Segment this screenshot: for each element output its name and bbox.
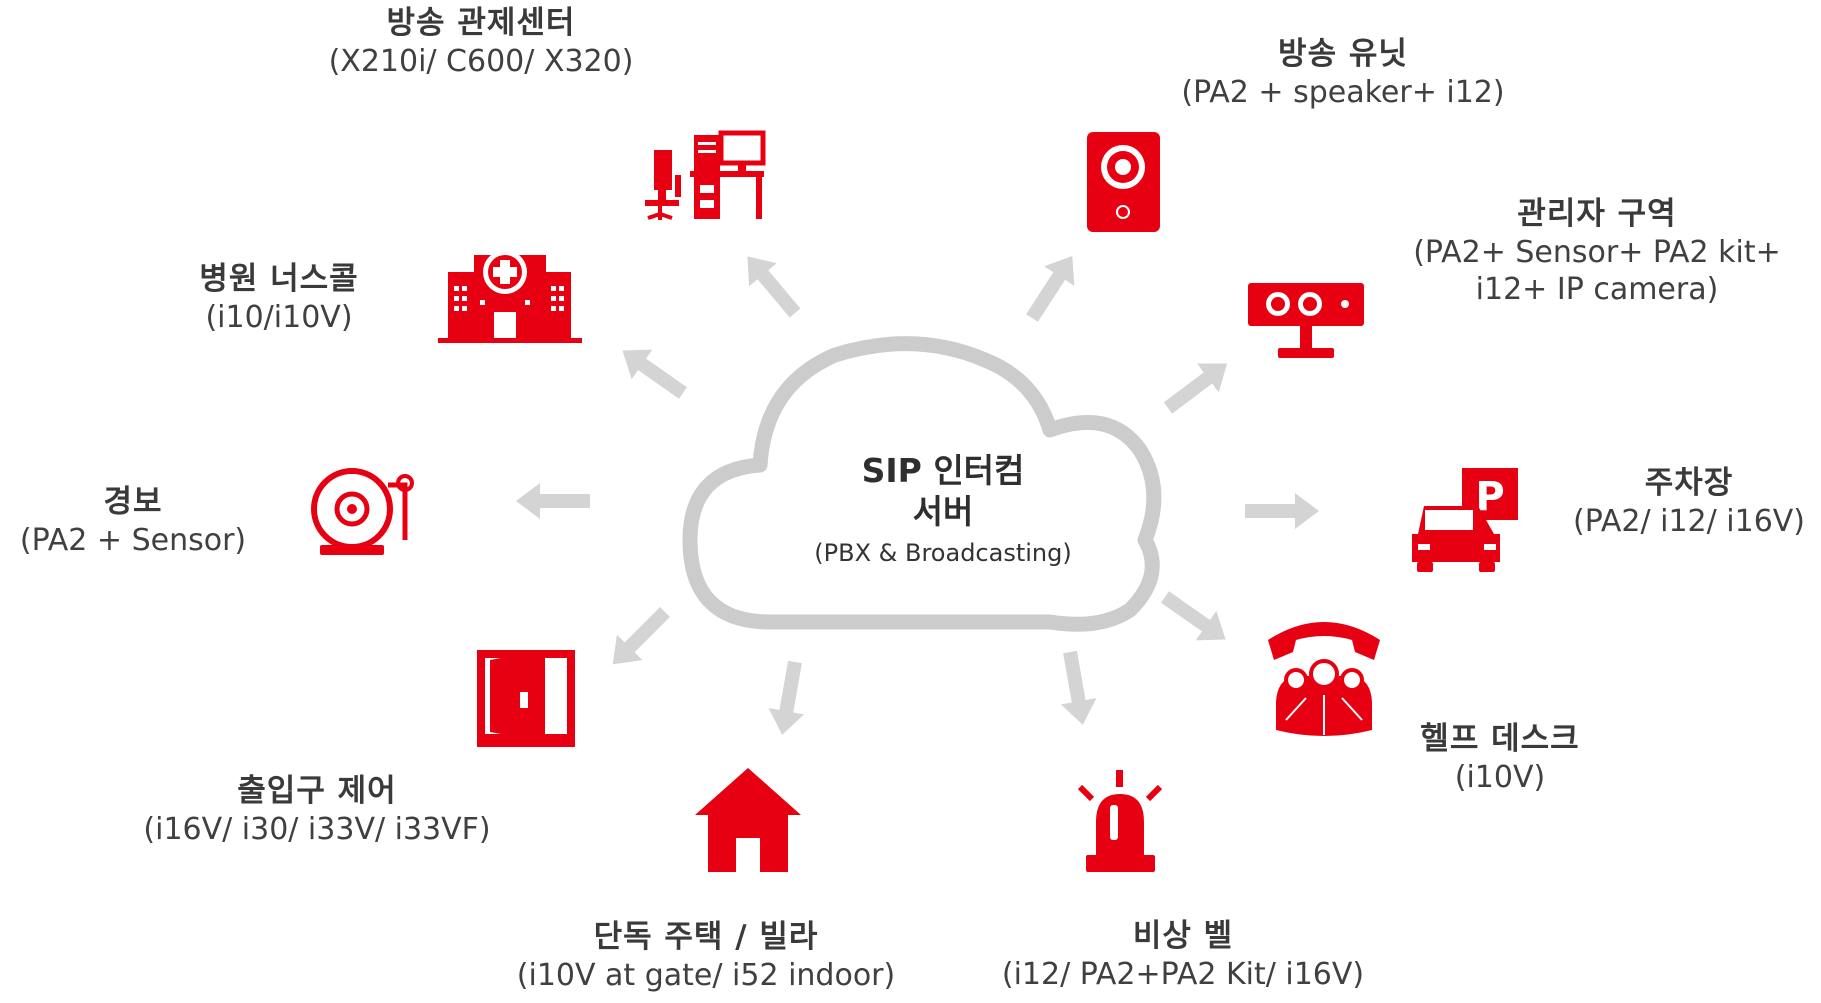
- label-house: 단독 주택 / 빌라 (i10V at gate/ i52 indoor): [517, 918, 895, 994]
- node-subtitle: (i12/ PA2+PA2 Kit/ i16V): [1001, 956, 1365, 992]
- node-title: 방송 유닛: [1278, 36, 1408, 72]
- arrow-to-alarm: [516, 483, 590, 519]
- node-subtitle: (i10V at gate/ i52 indoor): [516, 957, 896, 993]
- node-title: 출입구 제어: [237, 773, 397, 809]
- label-manager-area: 관리자 구역 (PA2+ Sensor+ PA2 kit+ i12+ IP ca…: [1413, 195, 1781, 309]
- arrow-to-house: [764, 658, 813, 739]
- node-subtitle: (i10/i10V): [205, 299, 353, 335]
- arrow-to-broadcast-unit: [1016, 246, 1088, 328]
- node-subtitle: (X210i/ C600/ X320): [328, 43, 634, 79]
- arrow-to-hospital: [612, 335, 694, 408]
- arrow-to-manager-area: [1157, 349, 1238, 423]
- cloud-shape: [682, 336, 1162, 632]
- label-broadcast-control-center: 방송 관제센터 (X210i/ C600/ X320): [329, 4, 634, 80]
- node-title: 방송 관제센터: [386, 5, 576, 41]
- node-subtitle: (PA2+ Sensor+ PA2 kit+: [1413, 234, 1781, 270]
- node-title: 단독 주택 / 빌라: [593, 919, 819, 955]
- node-title: 주차장: [1644, 465, 1734, 501]
- label-broadcast-unit: 방송 유닛 (PA2 + speaker+ i12): [1181, 35, 1504, 111]
- house-icon: [695, 768, 801, 872]
- center-title-line1: SIP 인터컴: [861, 451, 1025, 490]
- arrow-to-access: [599, 599, 678, 678]
- arrow-to-control-center: [733, 244, 809, 325]
- node-title: 경보: [103, 484, 163, 520]
- arrow-to-help-desk: [1154, 582, 1236, 655]
- label-emergency-bell: 비상 벨 (i12/ PA2+PA2 Kit/ i16V): [1002, 917, 1364, 993]
- label-hospital: 병원 너스콜 (i10/i10V): [199, 260, 358, 336]
- sip-server-label: SIP 인터컴 서버 (PBX & Broadcasting): [814, 450, 1071, 567]
- camera-icon: [1248, 283, 1364, 358]
- arrow-to-parking: [1245, 493, 1319, 529]
- label-access-control: 출입구 제어 (i16V/ i30/ i33V/ i33VF): [143, 772, 490, 848]
- label-alarm: 경보 (PA2 + Sensor): [20, 483, 246, 559]
- node-subtitle: (PA2/ i12/ i16V): [1572, 503, 1806, 539]
- parking-car-icon: P: [1412, 468, 1518, 572]
- control-desk-icon: [645, 130, 766, 220]
- node-subtitle-2: i12+ IP camera): [1475, 272, 1719, 308]
- speaker-icon: [1087, 132, 1160, 232]
- node-subtitle: (i10V): [1454, 759, 1546, 795]
- node-title: 병원 너스콜: [199, 261, 359, 297]
- node-title: 관리자 구역: [1517, 196, 1677, 232]
- node-subtitle: (PA2 + Sensor): [19, 522, 247, 558]
- center-title-line2: 서버: [912, 492, 974, 532]
- node-subtitle: (PA2 + speaker+ i12): [1181, 74, 1505, 110]
- hospital-icon: [438, 250, 582, 343]
- siren-icon: [1077, 770, 1163, 872]
- label-parking: 주차장 (PA2/ i12/ i16V): [1573, 464, 1805, 540]
- alarm-bell-icon: [311, 468, 414, 555]
- center-subtitle: (PBX & Broadcasting): [814, 538, 1072, 567]
- label-help-desk: 헬프 데스크 (i10V): [1420, 720, 1579, 796]
- phone-people-icon: [1268, 622, 1380, 736]
- arrow-to-emergency-bell: [1052, 648, 1101, 729]
- node-subtitle: (i16V/ i30/ i33V/ i33VF): [143, 811, 491, 847]
- node-title: 헬프 데스크: [1420, 721, 1580, 757]
- door-icon: [477, 650, 575, 747]
- node-title: 비상 벨: [1132, 918, 1234, 954]
